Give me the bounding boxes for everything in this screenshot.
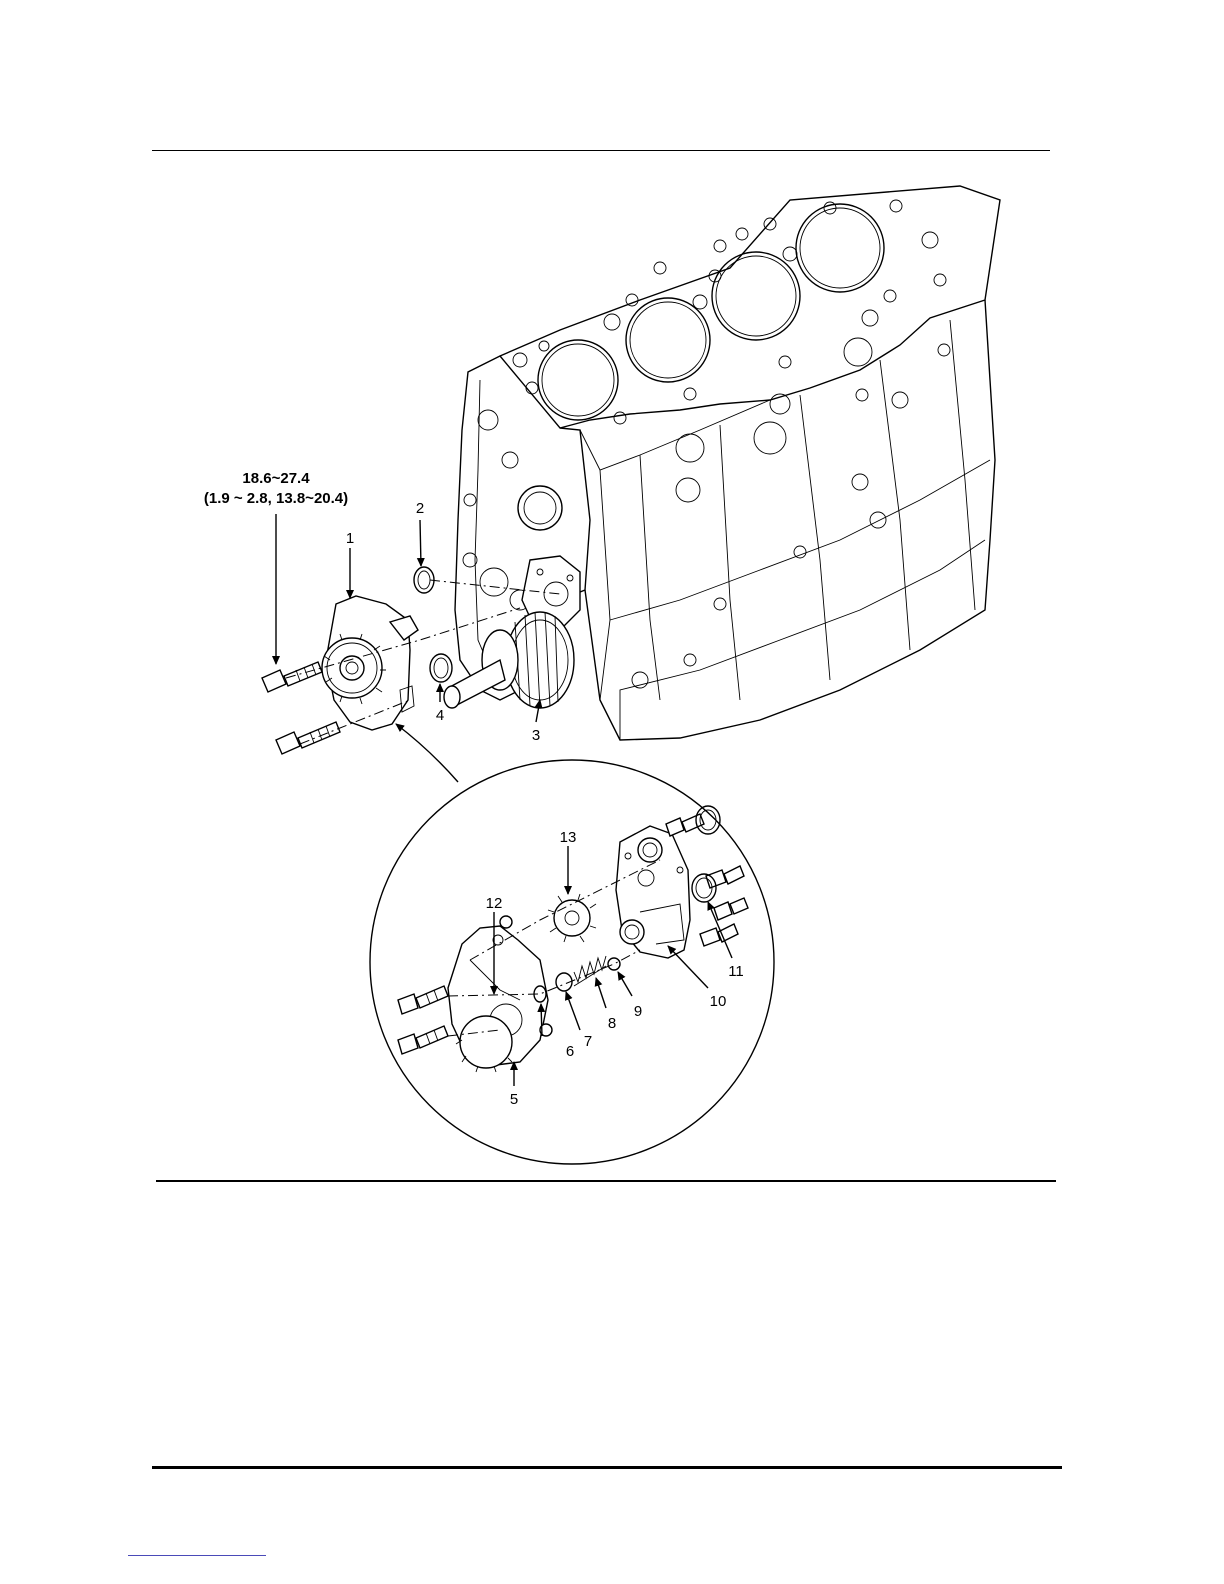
spring-8 — [574, 956, 606, 986]
leader-10 — [668, 946, 708, 988]
mounting-bolt-lower — [276, 722, 340, 754]
callout-3: 3 — [532, 727, 540, 744]
callout-6: 6 — [566, 1043, 574, 1060]
callout-5: 5 — [510, 1091, 518, 1108]
callout-4: 4 — [436, 707, 444, 724]
detail-pointer — [396, 724, 458, 782]
seat-9 — [608, 958, 620, 970]
leader-8 — [596, 978, 606, 1008]
callout-7: 7 — [584, 1033, 592, 1050]
torque-spec-line2: (1.9 ~ 2.8, 13.8~20.4) — [204, 490, 348, 507]
callout-8: 8 — [608, 1015, 616, 1032]
leader-6 — [541, 1004, 542, 1036]
torque-spec-line1: 18.6~27.4 — [242, 470, 310, 487]
oil-pump-assembly — [322, 596, 418, 730]
callout-12: 12 — [486, 895, 503, 912]
callout-2: 2 — [416, 500, 424, 517]
callout-1: 1 — [346, 530, 354, 547]
leader-7 — [566, 992, 580, 1030]
callout-11: 11 — [728, 963, 744, 980]
engine-block — [414, 186, 1000, 740]
callout-9: 9 — [634, 1003, 642, 1020]
callout-13: 13 — [560, 829, 577, 846]
callout-10: 10 — [710, 993, 727, 1010]
detail-view — [370, 760, 774, 1164]
leader-2 — [420, 520, 421, 566]
mounting-bolt-upper — [262, 662, 322, 692]
leader-9 — [618, 972, 632, 996]
